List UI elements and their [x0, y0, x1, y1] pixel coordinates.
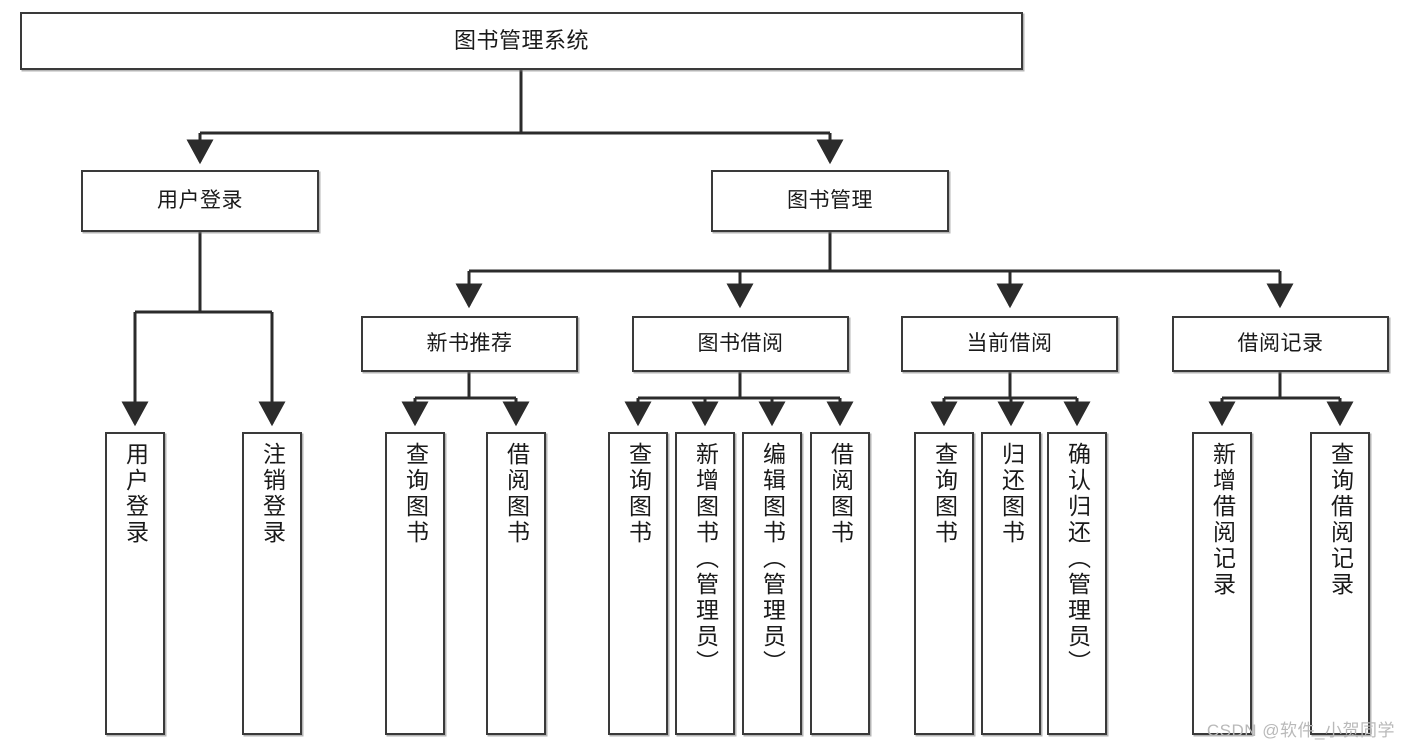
- node-leaf-add-record[interactable]: 新增借阅记录: [1192, 432, 1252, 735]
- node-leaf-borrow-book-2-label: 借阅图书: [827, 442, 854, 546]
- node-leaf-add-book[interactable]: 新增图书（管理员）: [675, 432, 735, 735]
- node-leaf-confirm-return-label: 确认归还（管理员）: [1064, 442, 1091, 676]
- node-root-label: 图书管理系统: [453, 28, 589, 54]
- node-leaf-edit-book-label: 编辑图书（管理员）: [759, 442, 786, 676]
- node-borrow-record-label: 借阅记录: [1237, 331, 1324, 355]
- node-book-borrow[interactable]: 图书借阅: [632, 316, 849, 372]
- node-new-book-recommend-label: 新书推荐: [426, 331, 513, 355]
- node-leaf-query-book-1[interactable]: 查询图书: [385, 432, 445, 735]
- node-leaf-query-record[interactable]: 查询借阅记录: [1310, 432, 1370, 735]
- node-leaf-query-record-label: 查询借阅记录: [1327, 442, 1354, 598]
- node-leaf-borrow-book-1[interactable]: 借阅图书: [486, 432, 546, 735]
- node-leaf-add-book-label: 新增图书（管理员）: [692, 442, 719, 676]
- node-leaf-user-logout-label: 注销登录: [259, 442, 286, 546]
- node-leaf-borrow-book-1-label: 借阅图书: [503, 442, 530, 546]
- node-leaf-return-book[interactable]: 归还图书: [981, 432, 1041, 735]
- node-leaf-return-book-label: 归还图书: [998, 442, 1025, 546]
- node-borrow-record[interactable]: 借阅记录: [1172, 316, 1389, 372]
- node-leaf-query-book-1-label: 查询图书: [402, 442, 429, 546]
- node-leaf-query-book-3[interactable]: 查询图书: [914, 432, 974, 735]
- node-leaf-query-book-2-label: 查询图书: [625, 442, 652, 546]
- node-leaf-confirm-return[interactable]: 确认归还（管理员）: [1047, 432, 1107, 735]
- node-leaf-user-login-label: 用户登录: [122, 442, 149, 546]
- node-leaf-query-book-2[interactable]: 查询图书: [608, 432, 668, 735]
- node-current-borrow-label: 当前借阅: [966, 331, 1053, 355]
- node-leaf-query-book-3-label: 查询图书: [931, 442, 958, 546]
- node-new-book-recommend[interactable]: 新书推荐: [361, 316, 578, 372]
- node-book-management-label: 图书管理: [787, 188, 873, 212]
- node-leaf-borrow-book-2[interactable]: 借阅图书: [810, 432, 870, 735]
- node-current-borrow[interactable]: 当前借阅: [901, 316, 1118, 372]
- node-leaf-edit-book[interactable]: 编辑图书（管理员）: [742, 432, 802, 735]
- node-user-login-label: 用户登录: [157, 188, 243, 212]
- node-leaf-user-login[interactable]: 用户登录: [105, 432, 165, 735]
- node-leaf-user-logout[interactable]: 注销登录: [242, 432, 302, 735]
- node-root[interactable]: 图书管理系统: [20, 12, 1023, 70]
- watermark: CSDN @软件_小贺同学: [1206, 721, 1395, 740]
- node-leaf-add-record-label: 新增借阅记录: [1209, 442, 1236, 598]
- node-book-borrow-label: 图书借阅: [697, 331, 784, 355]
- node-user-login[interactable]: 用户登录: [81, 170, 319, 232]
- node-book-management[interactable]: 图书管理: [711, 170, 949, 232]
